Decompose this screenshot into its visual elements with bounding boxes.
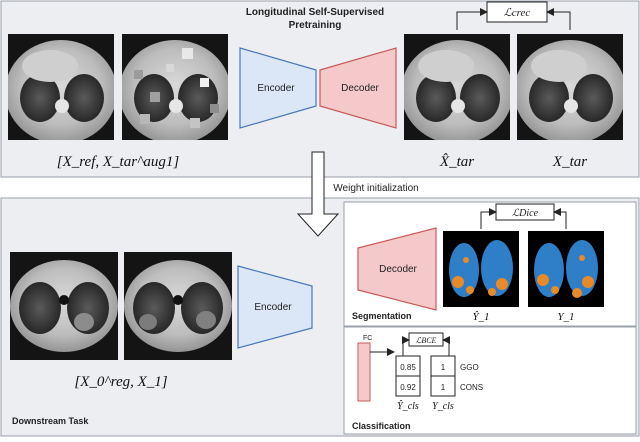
encoder-block-pretrain	[239, 47, 317, 129]
cls-gt-value-cons: 1	[441, 383, 446, 392]
cls-gt-to-loss-arrow	[442, 336, 450, 356]
cls-pred-value-cons: 0.92	[400, 383, 416, 392]
pretraining-title-line1: Longitudinal Self-Supervised	[246, 7, 384, 18]
cls-pred-value-ggo: 0.85	[400, 363, 416, 372]
target-caption: X_tar	[552, 154, 587, 170]
downstream-input-caption: [X_0^reg, X_1]	[74, 374, 167, 390]
cls-pred-caption: Ŷ_cls	[397, 400, 419, 412]
pretraining-title-line2: Pretraining	[289, 20, 342, 31]
class-name-cons: CONS	[460, 383, 483, 392]
ct-image-followup	[124, 252, 232, 360]
downstream-task-title: Downstream Task	[12, 416, 89, 426]
ct-image-baseline-registered	[10, 252, 118, 360]
crec-loss-label: ℒcrec	[504, 7, 531, 19]
ct-image-target	[517, 34, 623, 140]
cls-gt-caption: Y_cls	[432, 401, 454, 412]
reconstruction-caption: X̂_tar	[439, 154, 474, 170]
segmentation-title: Segmentation	[352, 311, 412, 321]
dice-loss-label: ℒDice	[512, 208, 539, 219]
encoder-block-downstream	[237, 265, 313, 349]
decoder-label-segmentation: Decoder	[379, 264, 417, 275]
weight-transfer-arrow	[296, 151, 340, 237]
fc-layer-block	[357, 342, 371, 402]
classification-box	[343, 326, 637, 435]
fc-label: FC	[363, 335, 372, 342]
encoder-label-downstream: Encoder	[254, 302, 292, 313]
seg-gt-caption: Y_1	[557, 311, 574, 323]
classification-title: Classification	[352, 421, 411, 431]
seg-pred-caption: Ŷ_1	[472, 311, 489, 323]
input-pair-caption: [X_ref, X_tar^aug1]	[57, 154, 180, 170]
encoder-label-pretrain: Encoder	[257, 83, 295, 94]
class-name-ggo: GGO	[460, 363, 479, 372]
decoder-label-pretrain: Decoder	[341, 83, 379, 94]
seg-pred-to-loss-arrow	[480, 208, 497, 229]
bce-loss-label: ℒBCE	[416, 336, 437, 345]
recon-to-loss-arrow	[456, 8, 488, 30]
ct-image-augmented	[122, 34, 228, 140]
decoder-block-pretrain	[319, 47, 397, 129]
cls-gt-value-ggo: 1	[441, 363, 446, 372]
weight-init-label: Weight initialization	[333, 183, 418, 194]
ct-image-reconstruction	[404, 34, 510, 140]
seg-gt-to-loss-arrow	[553, 208, 567, 229]
segmentation-prediction-map	[443, 231, 519, 307]
cls-pred-to-loss-arrow	[402, 336, 410, 356]
ct-image-reference	[8, 34, 114, 140]
decoder-block-segmentation	[357, 227, 437, 311]
segmentation-groundtruth-map	[528, 231, 604, 307]
target-to-loss-arrow	[546, 8, 571, 30]
